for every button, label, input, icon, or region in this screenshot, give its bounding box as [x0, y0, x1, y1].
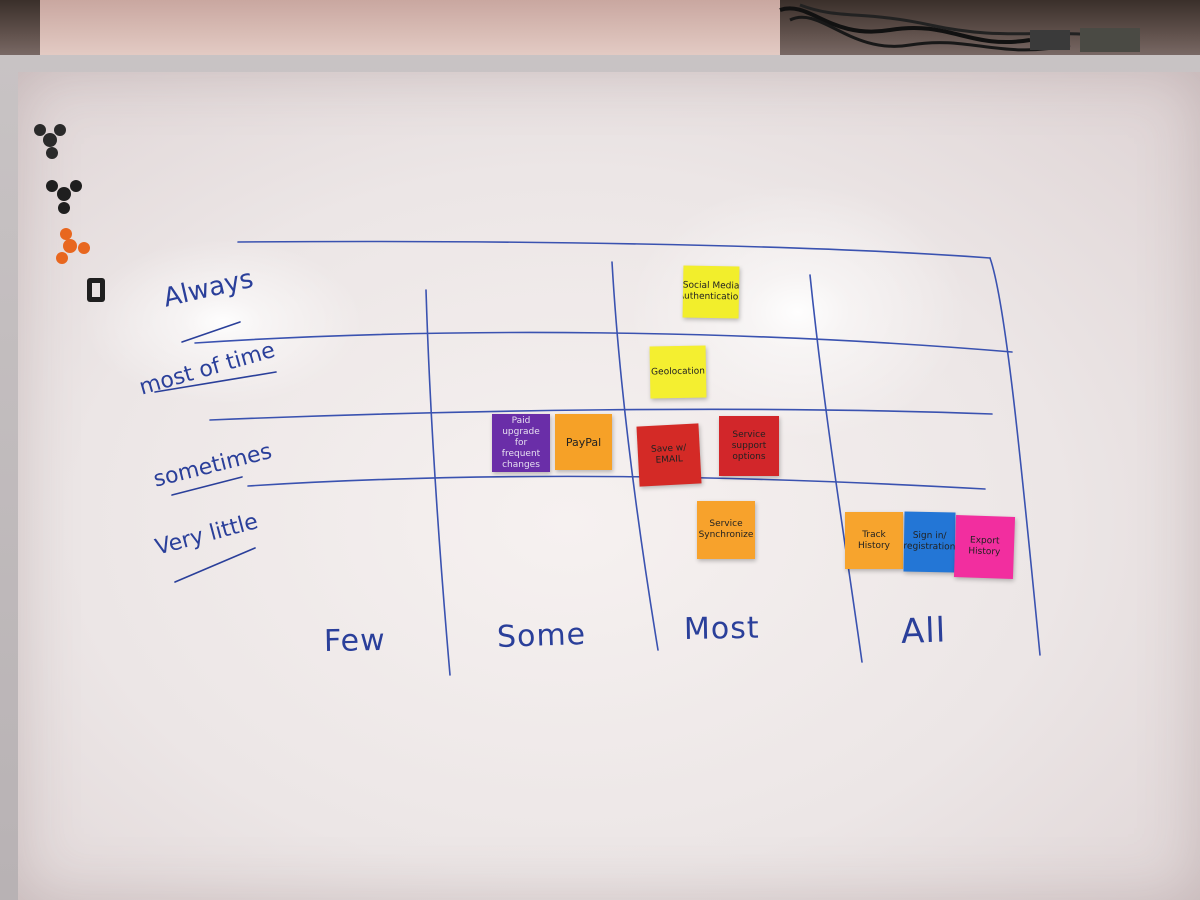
sticky-note-save-email: Save w/ EMAIL	[636, 423, 702, 487]
column-label-all: All	[900, 610, 947, 652]
sticky-note-track-history: Track History	[845, 512, 903, 569]
sticky-note-geolocation: Geolocation	[649, 345, 707, 399]
sticky-note-social-media-auth: Social Media Authentication	[682, 265, 740, 319]
magnet-icon	[46, 180, 82, 214]
whiteboard-surface	[18, 72, 1200, 900]
magnet-icon	[87, 278, 105, 302]
magnet-icon	[56, 228, 90, 264]
column-label-few: Few	[323, 622, 386, 659]
magnet-icon	[34, 124, 66, 159]
column-label-most: Most	[683, 610, 760, 647]
sticky-note-service-sync: Service Synchronize	[697, 501, 755, 559]
cables	[779, 3, 1140, 52]
sticky-note-sign-in: Sign in/ registration	[903, 511, 956, 573]
sticky-note-service-support: Service support options	[719, 416, 779, 476]
sticky-note-export-history: Export History	[953, 514, 1016, 580]
column-label-some: Some	[496, 616, 587, 655]
sticky-note-paid-upgrade: Paid upgrade for frequent changes	[492, 414, 550, 472]
sticky-note-paypal: PayPal	[555, 414, 612, 470]
